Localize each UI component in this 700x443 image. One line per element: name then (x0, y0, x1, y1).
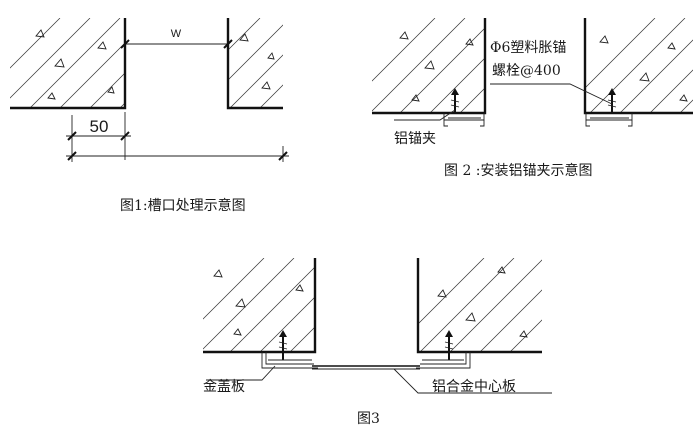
dimension-overall (66, 140, 289, 162)
aggregate-marks (599, 35, 688, 102)
fig2-aluminum-clip-right (585, 113, 633, 127)
fig2-anchor-bolt-left (450, 88, 460, 114)
fig3-cover-plate-left (261, 352, 318, 369)
dimension-w-label: W (171, 28, 182, 40)
figure-1: W 50 图1:槽口处理示意图 (10, 18, 289, 214)
aggregate-marks (213, 269, 304, 336)
figure-3: 金盖板 铝合金中心板 图3 (203, 258, 552, 427)
fig3-cover-label: 金盖板 (203, 379, 245, 395)
fig2-anchor-leader (490, 83, 613, 105)
fig3-center-label: 铝合金中心板 (432, 379, 516, 395)
dimension-50: 50 (66, 112, 131, 160)
fig3-right-wall (416, 258, 542, 354)
fig1-left-wall (10, 18, 127, 110)
fig3-cover-leader (206, 365, 276, 381)
fig3-left-wall (203, 258, 317, 354)
fig3-center-leader (393, 368, 552, 394)
fig2-clip-label: 铝锚夹 (394, 131, 436, 147)
fig3-center-plate (312, 365, 420, 370)
fig2-anchor-label-line2: 螺栓@400 (492, 63, 561, 79)
dimension-w: W (120, 28, 233, 49)
fig1-caption: 图1:槽口处理示意图 (120, 197, 246, 214)
fig2-clip-leader (394, 109, 456, 121)
figure-2: Φ6塑料胀锚 螺栓@400 铝锚夹 图 2 :安装铝锚夹示意图 (372, 18, 693, 179)
fig3-anchor-bolt-left (278, 330, 288, 360)
fig2-left-wall (372, 18, 487, 115)
aggregate-marks (239, 33, 275, 90)
fig2-anchor-label-line1: Φ6塑料胀锚 (490, 40, 566, 56)
aggregate-marks (399, 31, 474, 102)
fig3-anchor-bolt-right (444, 330, 454, 360)
fig1-right-wall (226, 18, 283, 110)
aggregate-marks (437, 266, 528, 338)
fig2-right-wall (583, 18, 693, 115)
fig2-aluminum-clip-left (443, 113, 485, 127)
dimension-50-label: 50 (90, 117, 109, 136)
fig2-anchor-bolt-right (607, 88, 617, 114)
fig3-caption: 图3 (357, 411, 380, 427)
aggregate-marks (35, 29, 115, 100)
fig2-caption: 图 2 :安装铝锚夹示意图 (444, 162, 593, 179)
fig3-cover-plate-right (416, 352, 471, 369)
